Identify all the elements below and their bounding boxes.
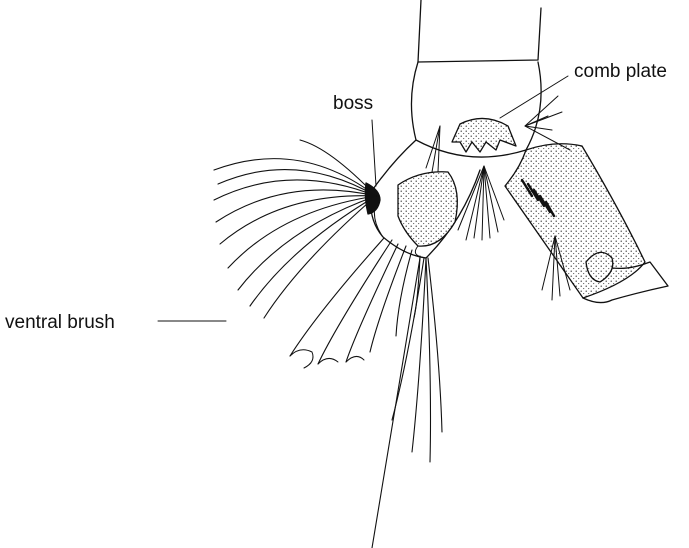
boss-leader [372, 120, 376, 186]
saddle [398, 172, 457, 246]
siphon [505, 144, 645, 298]
abdominal-segment-upper [418, 0, 541, 62]
ventral-brush [214, 140, 420, 364]
ventral-brush-label: ventral brush [5, 313, 115, 332]
ventral-brush-loops [290, 350, 364, 368]
comb-plate-label: comb plate [574, 62, 667, 81]
comb-plate-leader [500, 76, 568, 118]
boss-label: boss [333, 94, 373, 113]
comb-plate [452, 118, 516, 152]
anal-setae-fan [458, 166, 504, 240]
anal-papillae [372, 258, 442, 548]
